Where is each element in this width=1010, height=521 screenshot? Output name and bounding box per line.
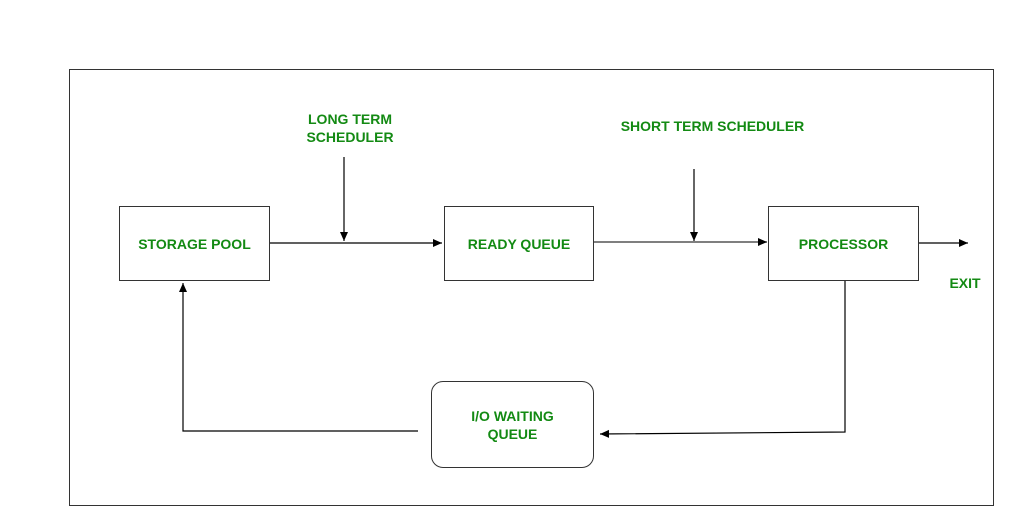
exit-label: EXIT [949,275,981,291]
io-waiting-queue-label: I/O WAITING QUEUE [471,407,554,442]
arrow-processor-to-io [599,281,846,438]
short-term-scheduler-label: SHORT TERM SCHEDULER [620,118,805,134]
ready-queue-node: READY QUEUE [444,206,594,281]
processor-label: PROCESSOR [798,235,889,252]
long-term-scheduler-label: LONG TERM SCHEDULER [306,111,394,145]
io-waiting-queue-node: I/O WAITING QUEUE [431,381,594,468]
ready-queue-label: READY QUEUE [467,235,571,252]
diagram-frame [69,69,994,506]
storage-pool-label: STORAGE POOL [138,235,251,252]
arrow-io-to-storage [179,283,418,432]
storage-pool-node: STORAGE POOL [119,206,270,281]
processor-node: PROCESSOR [768,206,919,281]
